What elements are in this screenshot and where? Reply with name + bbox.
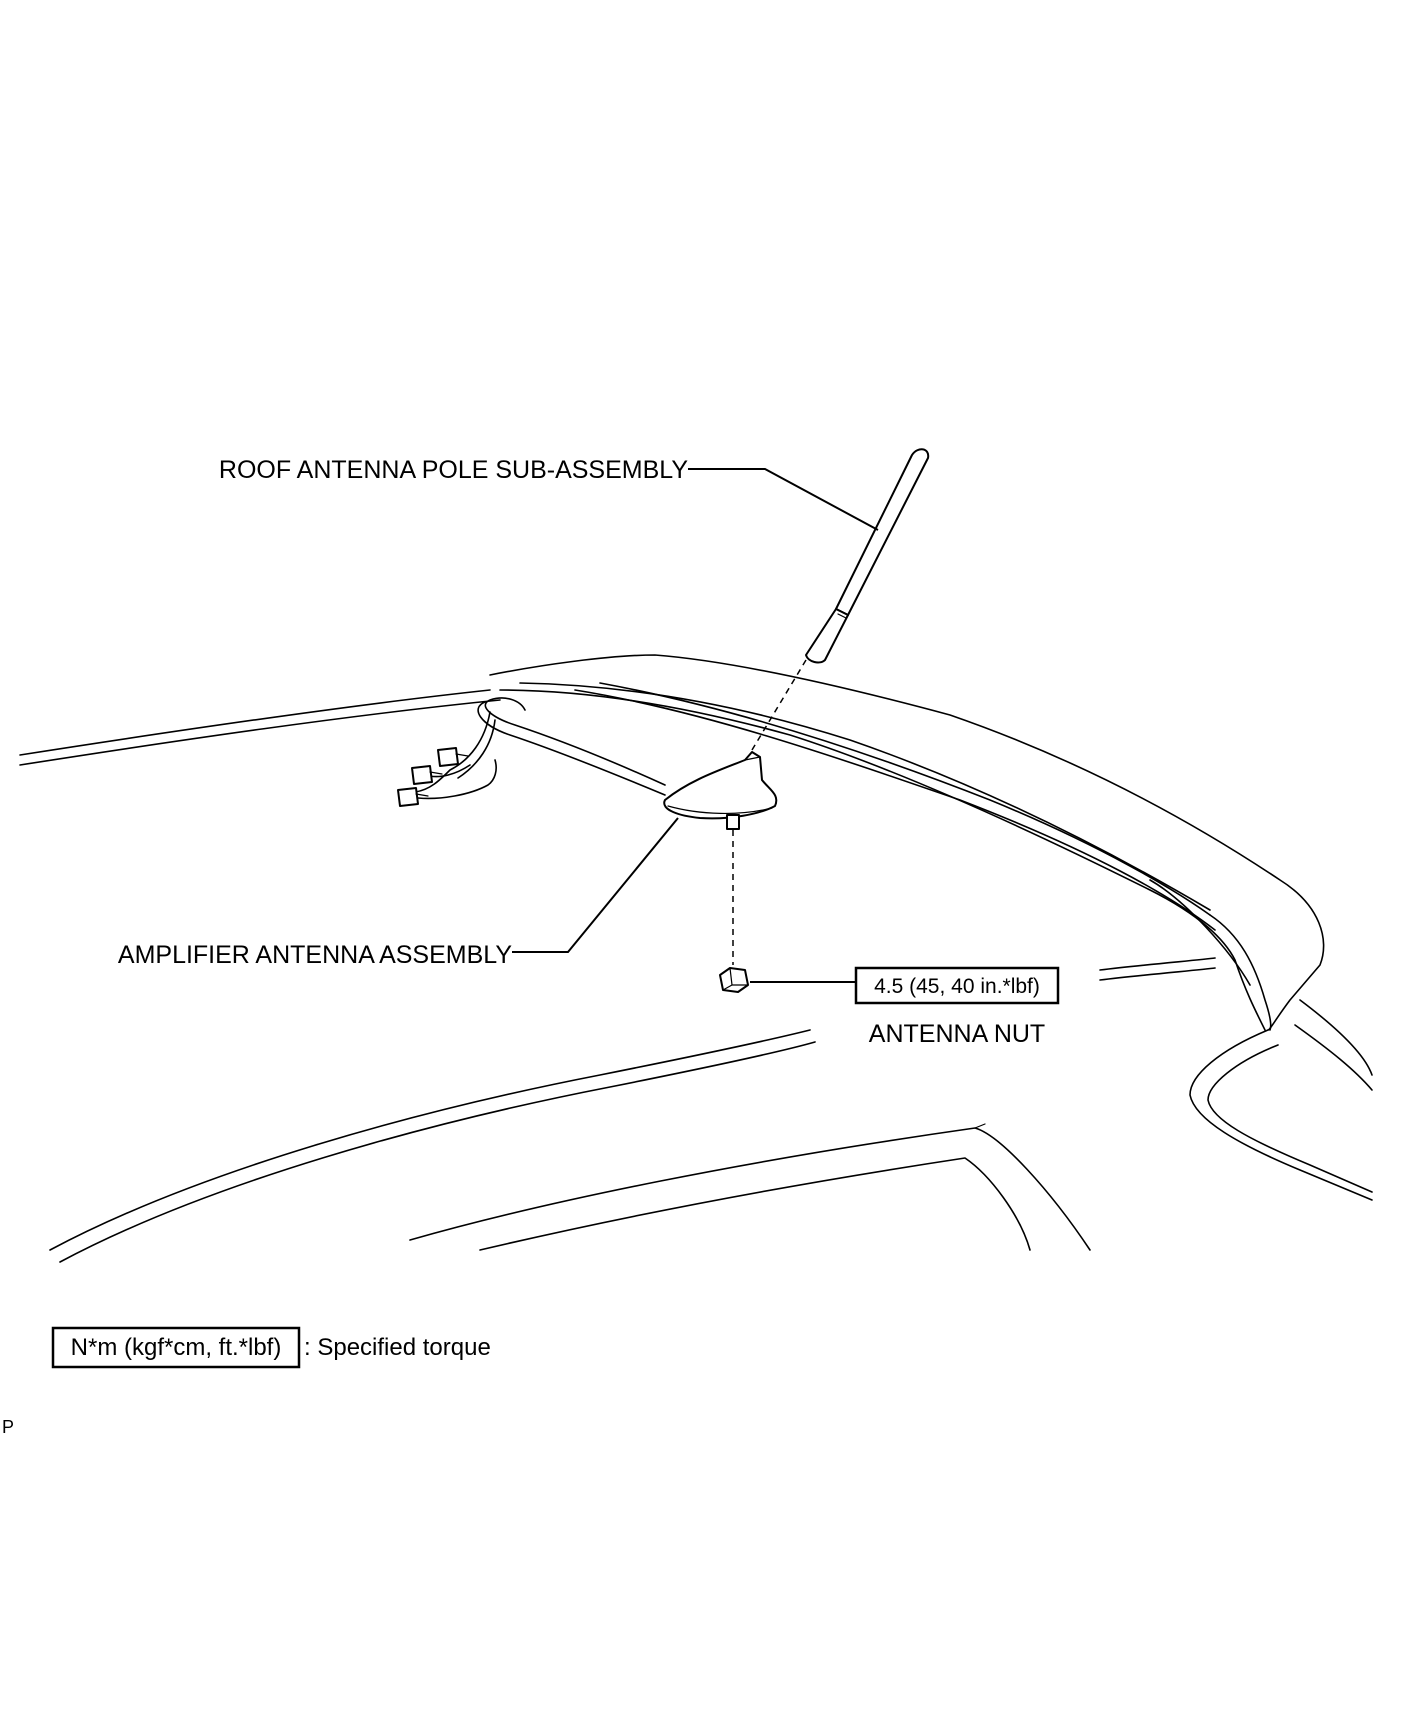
leader-amplifier xyxy=(512,817,679,953)
label-antenna-nut: ANTENNA NUT xyxy=(869,1020,1045,1048)
wire-harness-connector-icon xyxy=(397,697,666,807)
label-amplifier-antenna: AMPLIFIER ANTENNA ASSEMBLY xyxy=(118,941,512,969)
legend-unit-box xyxy=(51,1326,301,1369)
vehicle-body-outline xyxy=(19,654,1373,1263)
label-roof-antenna-pole: ROOF ANTENNA POLE SUB-ASSEMBLY xyxy=(219,456,688,484)
shark-fin-amplifier-icon xyxy=(663,751,778,830)
figure-code: P xyxy=(2,1417,14,1437)
hex-nut-icon xyxy=(719,967,749,993)
legend-unit-text: N*m (kgf*cm, ft.*lbf) xyxy=(71,1334,282,1361)
leader-pole xyxy=(688,468,879,531)
antenna-pole-icon xyxy=(805,448,930,664)
torque-value: 4.5 (45, 40 in.*lbf) xyxy=(874,975,1040,998)
torque-box xyxy=(854,966,1060,1005)
legend-description: : Specified torque xyxy=(304,1334,491,1361)
